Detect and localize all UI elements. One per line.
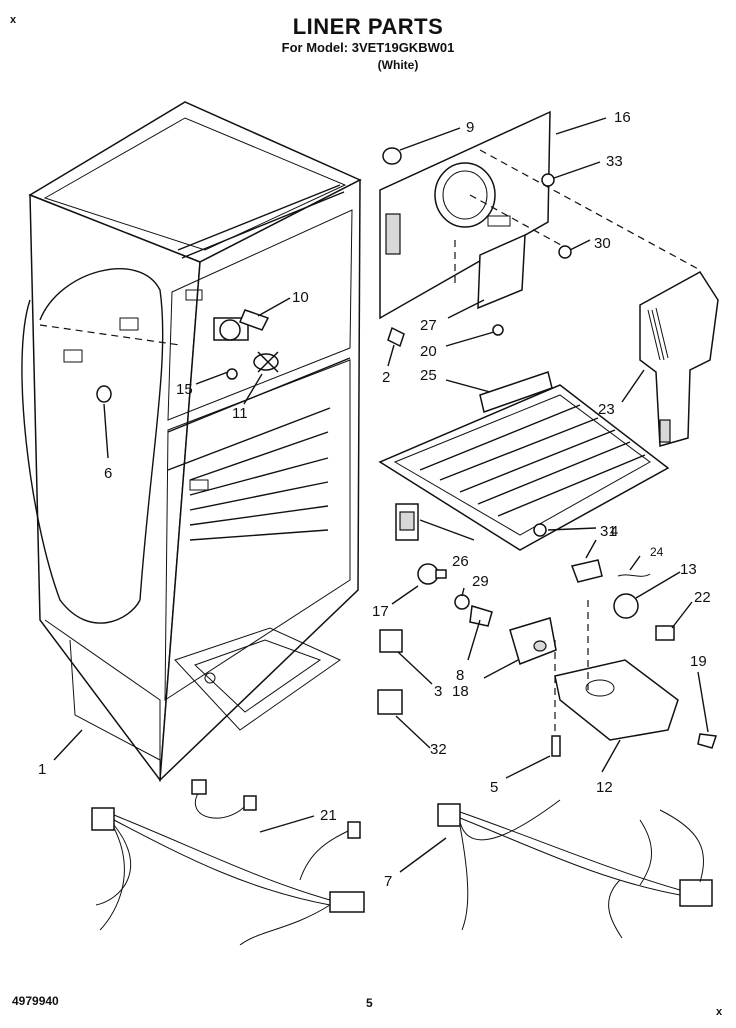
document-number: 4979940 — [12, 994, 59, 1008]
callout-8: 8 — [456, 667, 464, 684]
page-number: 5 — [366, 996, 373, 1010]
callout-32: 32 — [430, 741, 447, 758]
corner-mark-top-left: x — [10, 14, 17, 26]
upper-light-assembly-drawing — [96, 309, 279, 403]
shelf-frame-drawing — [378, 371, 670, 551]
corner-mark-bottom-right: x — [716, 1006, 723, 1018]
liner-cabinet-drawing — [21, 101, 362, 783]
callout-29: 29 — [472, 573, 489, 590]
callout-6: 6 — [104, 465, 112, 482]
callout-3: 3 — [434, 683, 442, 700]
callout-24: 24 — [650, 545, 664, 559]
variant-label: (White) — [377, 58, 419, 72]
callout-4: 4 — [610, 523, 618, 540]
callout-16: 16 — [614, 109, 631, 126]
callout-26: 26 — [452, 553, 469, 570]
air-duct-drawing — [639, 271, 719, 447]
callout-9: 9 — [466, 119, 474, 136]
callout-11: 11 — [232, 405, 248, 422]
callout-20: 20 — [420, 343, 437, 360]
callout-5: 5 — [490, 779, 498, 796]
diagram-title: LINER PARTS — [292, 14, 444, 39]
callout-18: 18 — [452, 683, 469, 700]
callout-22: 22 — [694, 589, 711, 606]
model-line: For Model: 3VET19GKBW01 — [281, 40, 455, 55]
callout-19: 19 — [690, 653, 707, 670]
wiring-harness-drawing — [91, 779, 713, 946]
callout-31: 31 — [600, 523, 617, 540]
callout-15: 15 — [176, 381, 193, 398]
callout-12: 12 — [596, 779, 613, 796]
leader-lines — [53, 117, 709, 873]
callout-27: 27 — [420, 317, 437, 334]
callout-10: 10 — [292, 289, 309, 306]
callout-25: 25 — [420, 367, 437, 384]
callout-7: 7 — [384, 873, 392, 890]
callout-23: 23 — [598, 401, 615, 418]
evaporator-cover-drawing — [379, 110, 701, 348]
callout-2: 2 — [382, 369, 390, 386]
small-components-drawing — [377, 503, 718, 757]
callout-30: 30 — [594, 235, 611, 252]
callout-33: 33 — [606, 153, 623, 170]
callout-labels: 9 16 33 30 10 27 20 2 25 23 15 11 6 31 4… — [38, 109, 711, 890]
callout-13: 13 — [680, 561, 697, 578]
callout-1: 1 — [38, 761, 46, 778]
callout-17: 17 — [372, 603, 389, 620]
callout-21: 21 — [320, 807, 337, 824]
